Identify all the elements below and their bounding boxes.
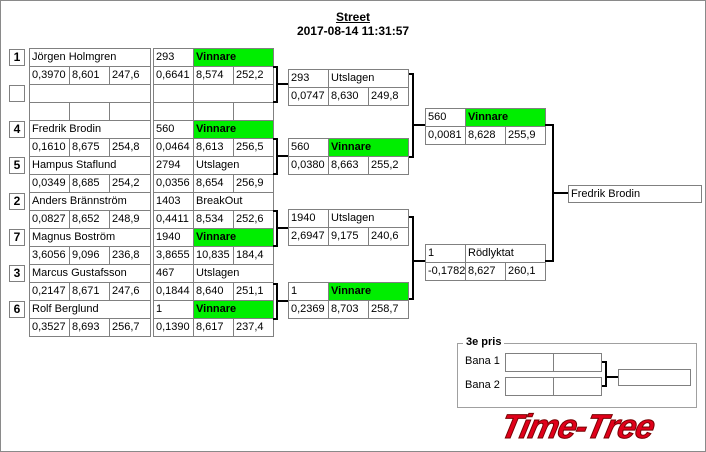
round2-entry-stat: 258,7	[368, 300, 409, 319]
seed-number	[9, 85, 25, 102]
third-place-group	[457, 343, 697, 408]
driver-name: Fredrik Brodin	[29, 120, 151, 139]
seed-number: 7	[9, 229, 25, 246]
lane2-label: Bana 2	[465, 379, 500, 391]
round2-entry-stat: 240,6	[368, 227, 409, 246]
lane2-cell-a	[505, 377, 554, 396]
round3-entry-stat: 255,9	[505, 126, 546, 145]
driver-stat: 0,3527	[29, 318, 70, 337]
round1-result-stat: 3,8655	[153, 246, 194, 265]
round1-result-stat: 237,4	[233, 318, 274, 337]
third-place-winner	[618, 369, 691, 386]
driver-name: Hampus Staflund	[29, 156, 151, 175]
round1-result-stat: 8,654	[193, 174, 234, 193]
driver-stat: 9,096	[69, 246, 110, 265]
round1-result-number: 293	[153, 48, 194, 67]
lane2-cell-b	[553, 377, 602, 396]
round3-entry-stat: -0,1782	[425, 262, 466, 281]
round1-result-stat: 8,640	[193, 282, 234, 301]
round2-entry-stat: 249,8	[368, 87, 409, 106]
seed-number: 6	[9, 301, 25, 318]
round1-result-number: 1940	[153, 228, 194, 247]
page-title: Street	[335, 10, 370, 24]
round1-result-result: Vinnare	[193, 300, 274, 319]
time-tree-logo: Time-Tree	[497, 408, 658, 447]
round2-entry-result: Utslagen	[328, 209, 409, 228]
round2-entry-result: Utslagen	[328, 69, 409, 88]
round2-entry-stat: 0,0380	[288, 156, 329, 175]
round1-result-stat: 8,617	[193, 318, 234, 337]
driver-name: Magnus Boström	[29, 228, 151, 247]
driver-name: Marcus Gustafsson	[29, 264, 151, 283]
third-place-title: 3e pris	[463, 336, 505, 348]
seed-number: 1	[9, 49, 25, 66]
seed-number: 2	[9, 193, 25, 210]
round2-entry-stat: 0,0747	[288, 87, 329, 106]
round3-entry-stat: 260,1	[505, 262, 546, 281]
driver-stat: 0,1610	[29, 138, 70, 157]
round1-result-stat: 184,4	[233, 246, 274, 265]
round1-result-stat: 251,1	[233, 282, 274, 301]
datetime: 2017-08-14 11:31:57	[296, 24, 410, 38]
round1-result-stat: 252,2	[233, 66, 274, 85]
round3-entry-stat: 8,627	[465, 262, 506, 281]
round1-result-stat: 8,534	[193, 210, 234, 229]
round2-entry-stat: 0,2369	[288, 300, 329, 319]
driver-stat: 8,693	[69, 318, 110, 337]
seed-number: 5	[9, 157, 25, 174]
round2-entry-stat: 8,663	[328, 156, 369, 175]
round2-entry-stat: 255,2	[368, 156, 409, 175]
round1-result-stat: 256,9	[233, 174, 274, 193]
round2-entry-stat: 8,630	[328, 87, 369, 106]
lane1-cell-b	[553, 353, 602, 372]
round2-entry-stat: 8,703	[328, 300, 369, 319]
driver-stat: 3,6056	[29, 246, 70, 265]
round2-entry-result: Vinnare	[328, 282, 409, 301]
round3-entry-stat: 0,0081	[425, 126, 466, 145]
round2-entry-stat: 2,6947	[288, 227, 329, 246]
driver-name: Rolf Berglund	[29, 300, 151, 319]
round1-result-stat: 0,1844	[153, 282, 194, 301]
round1-result-number: 467	[153, 264, 194, 283]
driver-stat: 256,7	[109, 318, 151, 337]
lane1-label: Bana 1	[465, 355, 500, 367]
driver-stat: 247,6	[109, 282, 151, 301]
round3-entry-result: Vinnare	[465, 108, 546, 127]
round3-entry-stat: 8,628	[465, 126, 506, 145]
round1-result-stat: 256,5	[233, 138, 274, 157]
seed-number: 4	[9, 121, 25, 138]
lane1-cell-a	[505, 353, 554, 372]
driver-stat: 8,675	[69, 138, 110, 157]
seed-number: 3	[9, 265, 25, 282]
round2-entry-number: 1940	[288, 209, 329, 228]
final-winner: Fredrik Brodin	[568, 185, 702, 203]
